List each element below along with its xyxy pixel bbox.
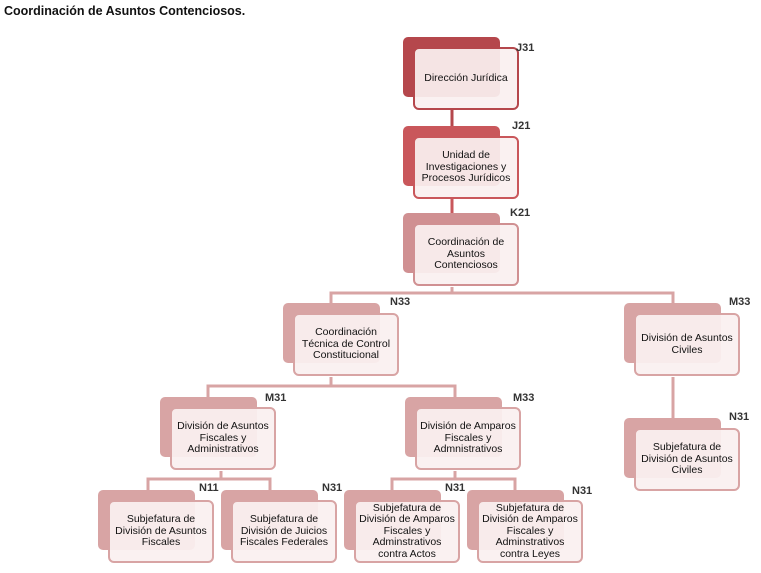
org-node-n31-juicios[interactable]: Subjefatura de División de Juicios Fisca… — [221, 490, 337, 563]
node-code: N31 — [572, 485, 593, 497]
connector — [206, 377, 457, 397]
connector — [146, 471, 272, 490]
org-node-j21[interactable]: Unidad de Investigaciones y Procesos Jur… — [403, 126, 519, 199]
node-label: División de Asuntos Fiscales y Administr… — [170, 407, 276, 470]
org-node-j31[interactable]: Dirección Jurídica — [403, 37, 519, 110]
node-code: N31 — [729, 411, 750, 423]
node-code: N33 — [390, 296, 411, 308]
node-label: División de Amparos Fiscales y Admnistra… — [415, 407, 521, 470]
org-node-n31-leyes[interactable]: Subjefatura de División de Amparos Fisca… — [467, 490, 583, 563]
org-node-m33-amparos[interactable]: División de Amparos Fiscales y Admnistra… — [405, 397, 521, 470]
node-label: Subjefatura de División de Juicios Fisca… — [231, 500, 337, 563]
org-node-m33-civiles[interactable]: División de Asuntos Civiles — [624, 303, 740, 376]
node-label: Coordinación Técnica de Control Constitu… — [293, 313, 399, 376]
node-label: Subjefatura de División de Asuntos Civil… — [634, 428, 740, 491]
node-label: Unidad de Investigaciones y Procesos Jur… — [413, 136, 519, 199]
node-code: M33 — [729, 296, 751, 308]
node-code: N11 — [199, 482, 219, 494]
org-node-n31-civiles[interactable]: Subjefatura de División de Asuntos Civil… — [624, 418, 740, 491]
org-node-n11[interactable]: Subjefatura de División de Asuntos Fisca… — [98, 490, 214, 563]
connector — [390, 471, 517, 490]
connector — [329, 287, 675, 303]
node-code: N31 — [322, 482, 343, 494]
org-node-n31-actos[interactable]: Subjefatura de División de Amparos Fisca… — [344, 490, 460, 563]
page-title: Coordinación de Asuntos Contenciosos. — [4, 4, 246, 18]
node-label: Subjefatura de División de Amparos Fisca… — [477, 500, 583, 563]
node-label: Coordinación de Asuntos Contenciosos — [413, 223, 519, 286]
node-code: K21 — [510, 207, 531, 219]
org-node-m31[interactable]: División de Asuntos Fiscales y Administr… — [160, 397, 276, 470]
node-label: División de Asuntos Civiles — [634, 313, 740, 376]
org-node-k21[interactable]: Coordinación de Asuntos Contenciosos — [403, 213, 519, 286]
node-code: M33 — [513, 392, 535, 404]
org-node-n33[interactable]: Coordinación Técnica de Control Constitu… — [283, 303, 399, 376]
node-label: Subjefatura de División de Asuntos Fisca… — [108, 500, 214, 563]
node-code: M31 — [265, 392, 287, 404]
node-code: N31 — [445, 482, 466, 494]
node-label: Subjefatura de División de Amparos Fisca… — [354, 500, 460, 563]
node-code: J31 — [516, 42, 535, 54]
node-label: Dirección Jurídica — [413, 47, 519, 110]
node-code: J21 — [512, 120, 531, 132]
